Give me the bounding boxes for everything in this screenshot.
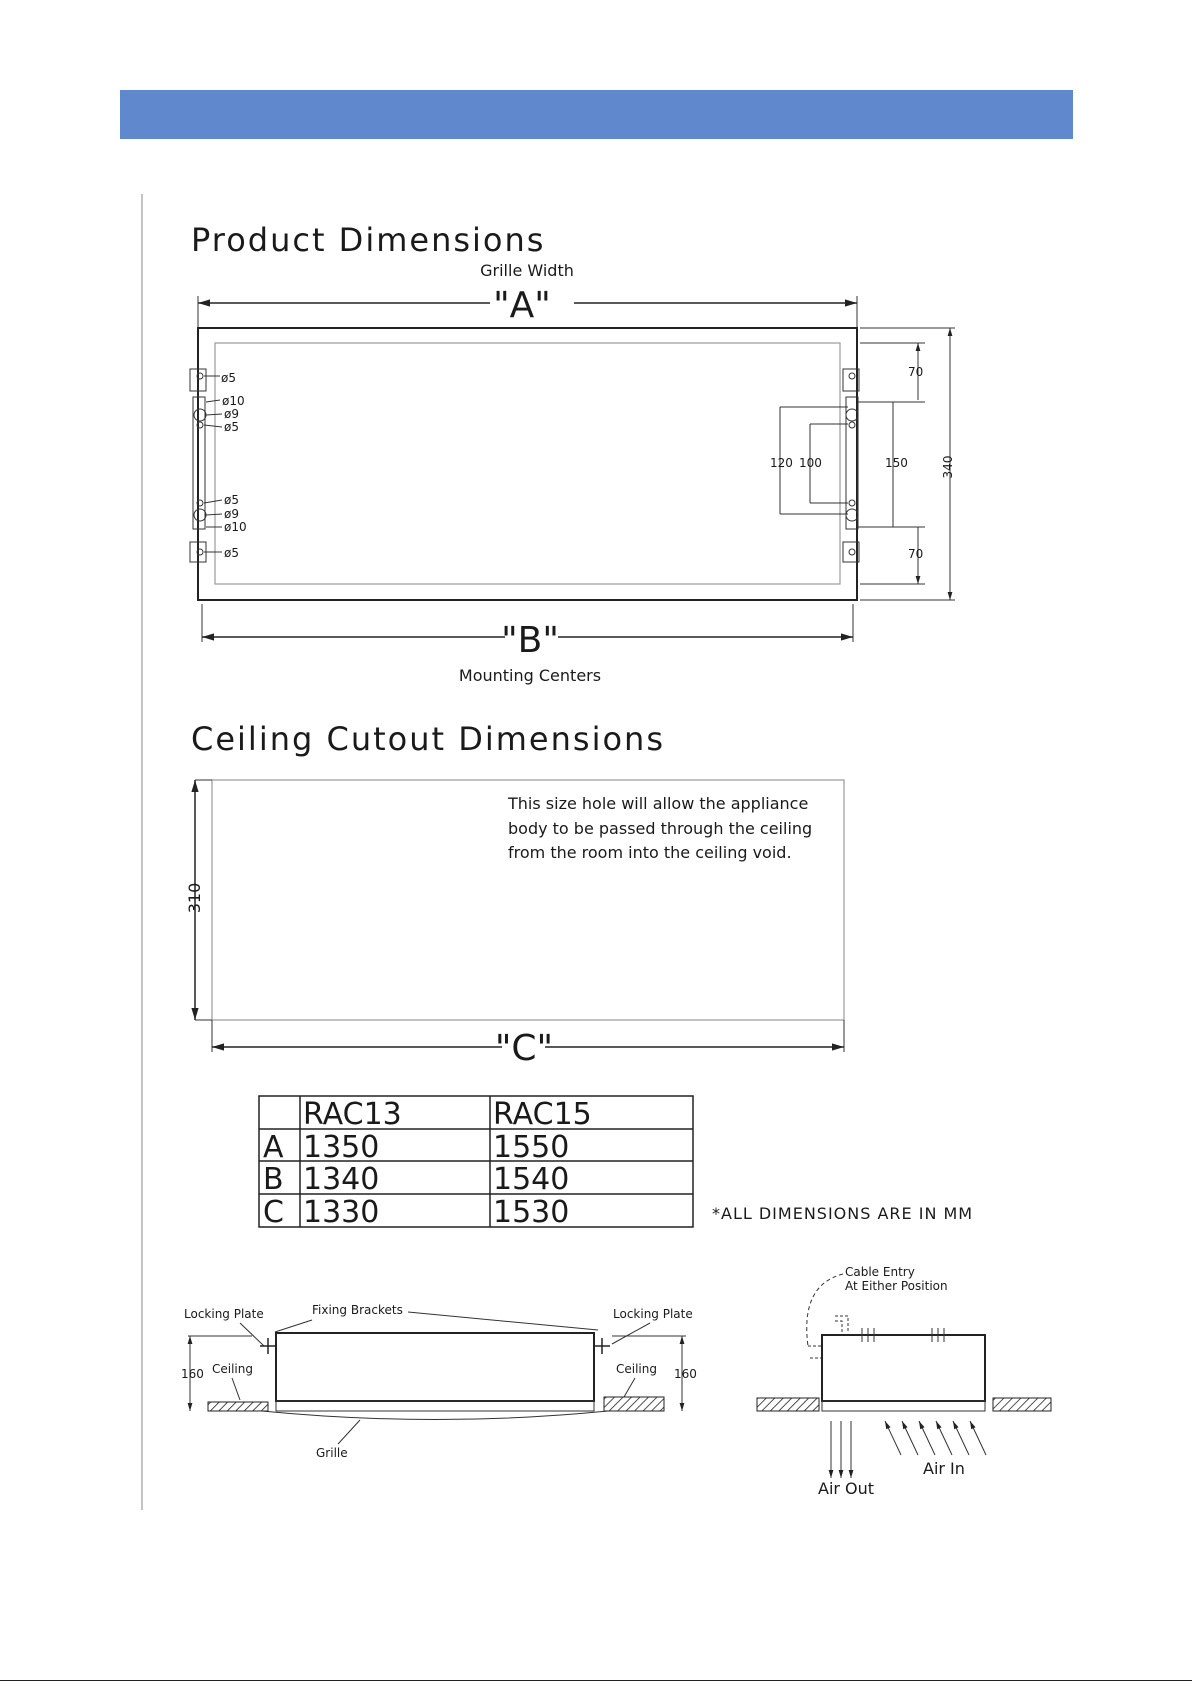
air-in-arrow-1 <box>884 1420 902 1456</box>
hole-label-1: ø5 <box>221 371 236 385</box>
airflow-grille <box>821 1400 986 1412</box>
left-hole-4 <box>196 499 204 507</box>
table-row-b-label: B <box>263 1162 284 1197</box>
dim-310-label: 310 <box>185 883 204 914</box>
hole-label-8: ø5 <box>224 546 239 560</box>
ceiling-left-label: Ceiling <box>212 1362 253 1376</box>
cutout-note-line-2: body to be passed through the ceiling <box>508 819 812 838</box>
product-dimensions-title: Product Dimensions <box>191 221 545 259</box>
fixing-brackets-label: Fixing Brackets <box>312 1303 403 1317</box>
unit-body <box>275 1332 595 1402</box>
airflow-ceiling-left <box>756 1397 820 1412</box>
table-cell-b-rac15: 1540 <box>493 1162 569 1197</box>
ceiling-right-label: Ceiling <box>616 1362 657 1376</box>
right-hole-2 <box>845 408 859 422</box>
cable-entry-top-marker <box>835 1315 849 1333</box>
airflow-view: Cable Entry At Either Position Air In Ai… <box>756 1265 1052 1498</box>
dimensions-note: *ALL DIMENSIONS ARE IN MM <box>712 1204 973 1223</box>
mounting-centers-label: Mounting Centers <box>459 666 601 685</box>
left-slot-column <box>192 396 206 530</box>
table-header-rac13: RAC13 <box>303 1097 402 1132</box>
air-in-arrow-3 <box>918 1420 936 1456</box>
grille-label: Grille <box>316 1446 348 1460</box>
table-cell-a-rac15: 1550 <box>493 1130 569 1165</box>
air-in-arrow-5 <box>952 1420 970 1456</box>
right-dim-340: 340 <box>941 456 955 479</box>
table-cell-b-rac13: 1340 <box>303 1162 379 1197</box>
left-hole-1 <box>196 372 204 380</box>
ceiling-hatch-right <box>603 1396 665 1412</box>
right-dim-100: 100 <box>799 456 822 470</box>
table-cell-c-rac15: 1530 <box>493 1195 569 1230</box>
right-dim-70-top: 70 <box>908 365 923 379</box>
right-hole-5 <box>845 508 859 522</box>
left-hole-6 <box>196 548 204 556</box>
air-in-arrow-4 <box>935 1420 953 1456</box>
table-header-rac15: RAC15 <box>493 1097 592 1132</box>
cutout-rect <box>211 779 845 1021</box>
right-slot-column <box>845 396 859 530</box>
right-dim-120: 120 <box>770 456 793 470</box>
ceiling-cutout-title: Ceiling Cutout Dimensions <box>191 720 665 758</box>
airflow-ceiling-right <box>992 1397 1052 1412</box>
hole-label-6: ø9 <box>224 507 239 521</box>
right-hole-6 <box>848 548 856 556</box>
hole-label-4: ø5 <box>224 420 239 434</box>
cutout-note-line-1: This size hole will allow the appliance <box>507 794 808 813</box>
left-hole-5 <box>193 508 207 522</box>
airflow-unit-body <box>821 1334 986 1402</box>
ceiling-hatch-left <box>207 1401 269 1412</box>
right-dim-150: 150 <box>885 456 908 470</box>
hole-label-2: ø10 <box>222 394 245 408</box>
right-bracket-bottom <box>842 541 860 563</box>
dimension-table: RAC13 RAC15 A 1350 1550 B 1340 1540 C 13… <box>258 1095 694 1230</box>
air-out-label: Air Out <box>818 1479 874 1498</box>
bottom-rule <box>0 1680 1192 1681</box>
air-in-arrow-6 <box>969 1420 987 1456</box>
left-hole-labels: ø5 ø10 ø9 ø5 ø5 ø9 ø10 ø5 <box>203 371 247 560</box>
right-bracket-top <box>842 368 860 392</box>
hole-label-3: ø9 <box>224 407 239 421</box>
grille-outer-frame <box>197 327 858 601</box>
left-hole-3 <box>196 421 204 429</box>
locking-plate-right-label: Locking Plate <box>613 1307 693 1321</box>
air-in-arrow-2 <box>901 1420 919 1456</box>
dim-a-label: "A" <box>493 285 551 326</box>
right-dimensions: 70 120 100 150 340 70 <box>770 327 955 601</box>
grille-width-label: Grille Width <box>480 261 574 280</box>
hole-label-5: ø5 <box>224 493 239 507</box>
table-row-a-label: A <box>263 1130 284 1165</box>
table-cell-c-rac13: 1330 <box>303 1195 379 1230</box>
grille-curve <box>261 1410 609 1420</box>
install-dim-left: 160 <box>181 1367 204 1381</box>
grille-inner-panel <box>214 342 841 585</box>
grille-plate <box>275 1400 595 1412</box>
hole-label-7: ø10 <box>224 520 247 534</box>
dim-c-label: "C" <box>495 1028 553 1069</box>
cutout-note-line-3: from the room into the ceiling void. <box>508 843 792 862</box>
locking-plate-left-label: Locking Plate <box>184 1307 264 1321</box>
cable-entry-label-1: Cable Entry <box>845 1265 915 1279</box>
cable-entry-label-2: At Either Position <box>845 1279 948 1293</box>
left-margin-rule <box>141 194 143 1510</box>
table-cell-a-rac13: 1350 <box>303 1130 379 1165</box>
installation-side-view: Locking Plate Fixing Brackets Locking Pl… <box>181 1303 697 1460</box>
right-hole-1 <box>848 372 856 380</box>
air-in-label: Air In <box>923 1459 965 1478</box>
right-dim-70-bottom: 70 <box>908 547 923 561</box>
left-hole-2 <box>193 408 207 422</box>
header-bar <box>120 90 1073 139</box>
left-bracket-top <box>189 368 207 392</box>
cable-entry-side-marker <box>808 1345 823 1359</box>
cable-entry-path <box>806 1273 844 1347</box>
dim-b-label: "B" <box>501 620 559 661</box>
right-hole-3 <box>848 421 856 429</box>
install-dim-right: 160 <box>674 1367 697 1381</box>
table-row-c-label: C <box>263 1195 284 1230</box>
right-hole-4 <box>848 499 856 507</box>
